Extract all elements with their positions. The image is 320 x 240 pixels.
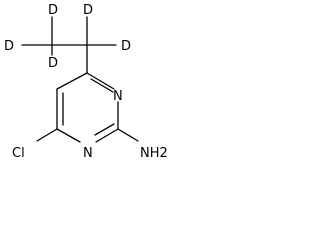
bond-c2-n1 <box>95 128 119 143</box>
bond-c4-n3-inner <box>90 78 114 93</box>
atom-d2: D <box>83 3 93 18</box>
bond-c6-cl <box>36 128 58 142</box>
structure-canvas: D D D D D N N Cl NH2 <box>0 0 180 191</box>
bond-c2-nh2 <box>117 128 139 142</box>
bond-c4-n3 <box>86 72 115 90</box>
atom-d1: D <box>48 3 58 18</box>
atom-nh2: NH2 <box>140 146 168 161</box>
atom-d5: D <box>48 56 58 71</box>
atom-n1: N <box>83 146 93 161</box>
atom-n3: N <box>113 89 123 104</box>
atom-labels: D D D D D N N Cl NH2 <box>4 3 168 161</box>
bonds <box>21 16 139 143</box>
bond-c2-n1-inner <box>94 123 115 136</box>
chemical-structure: D D D D D N N Cl NH2 <box>4 3 168 161</box>
bond-n1-c6 <box>56 128 81 143</box>
atom-d4: D <box>121 39 131 54</box>
atom-d3: D <box>4 39 14 54</box>
bond-c5-c4 <box>56 72 88 90</box>
atom-cl: Cl <box>12 146 25 161</box>
